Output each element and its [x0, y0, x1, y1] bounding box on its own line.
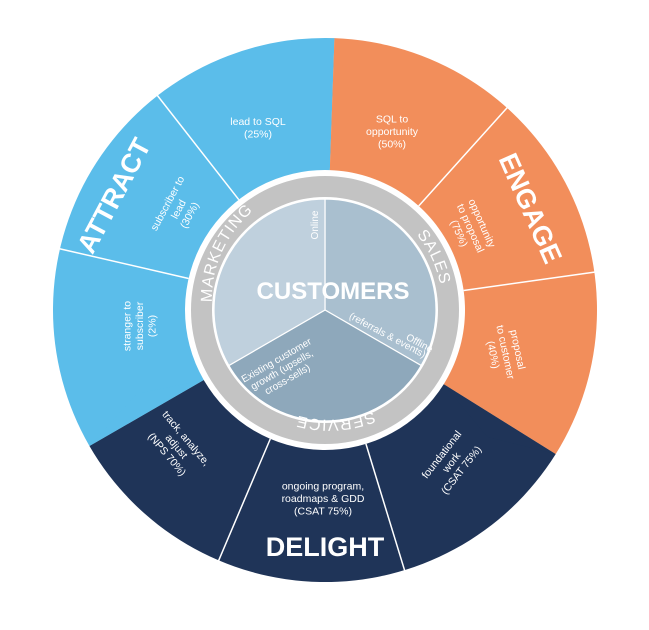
attract-band [52, 38, 335, 446]
engage-arrow-tip [329, 38, 354, 171]
segment-divider [463, 271, 596, 292]
segment-divider [365, 443, 406, 572]
core-online-sector [324, 198, 437, 367]
proposal-to-customer-label: proposalto customer(40%) [481, 322, 529, 384]
customers-core [213, 198, 437, 422]
attract-arrow-tip [89, 380, 204, 446]
segment-dividers [58, 94, 596, 572]
customers-title: CUSTOMERS [257, 278, 410, 305]
engage-band [329, 38, 597, 455]
core-marketing-sector [213, 198, 326, 367]
outer-stage-ring [52, 38, 597, 582]
stranger-to-subscriber-label: stranger tosubscriber(2%) [122, 301, 159, 351]
delight-arrow-tip [443, 384, 556, 455]
lead-to-sql-label: lead to SQL(25%) [230, 116, 286, 141]
segment-divider [418, 106, 509, 207]
segment-divider [156, 94, 240, 201]
segment-divider [58, 247, 189, 280]
core-service-sector [228, 309, 422, 422]
online-label: Online [310, 210, 321, 239]
delight-title: DELIGHT [266, 532, 385, 562]
ongoing-program-label: ongoing program,roadmaps & GDD(CSAT 75%) [282, 481, 365, 518]
delight-band [89, 380, 556, 582]
segment-divider [217, 438, 271, 562]
